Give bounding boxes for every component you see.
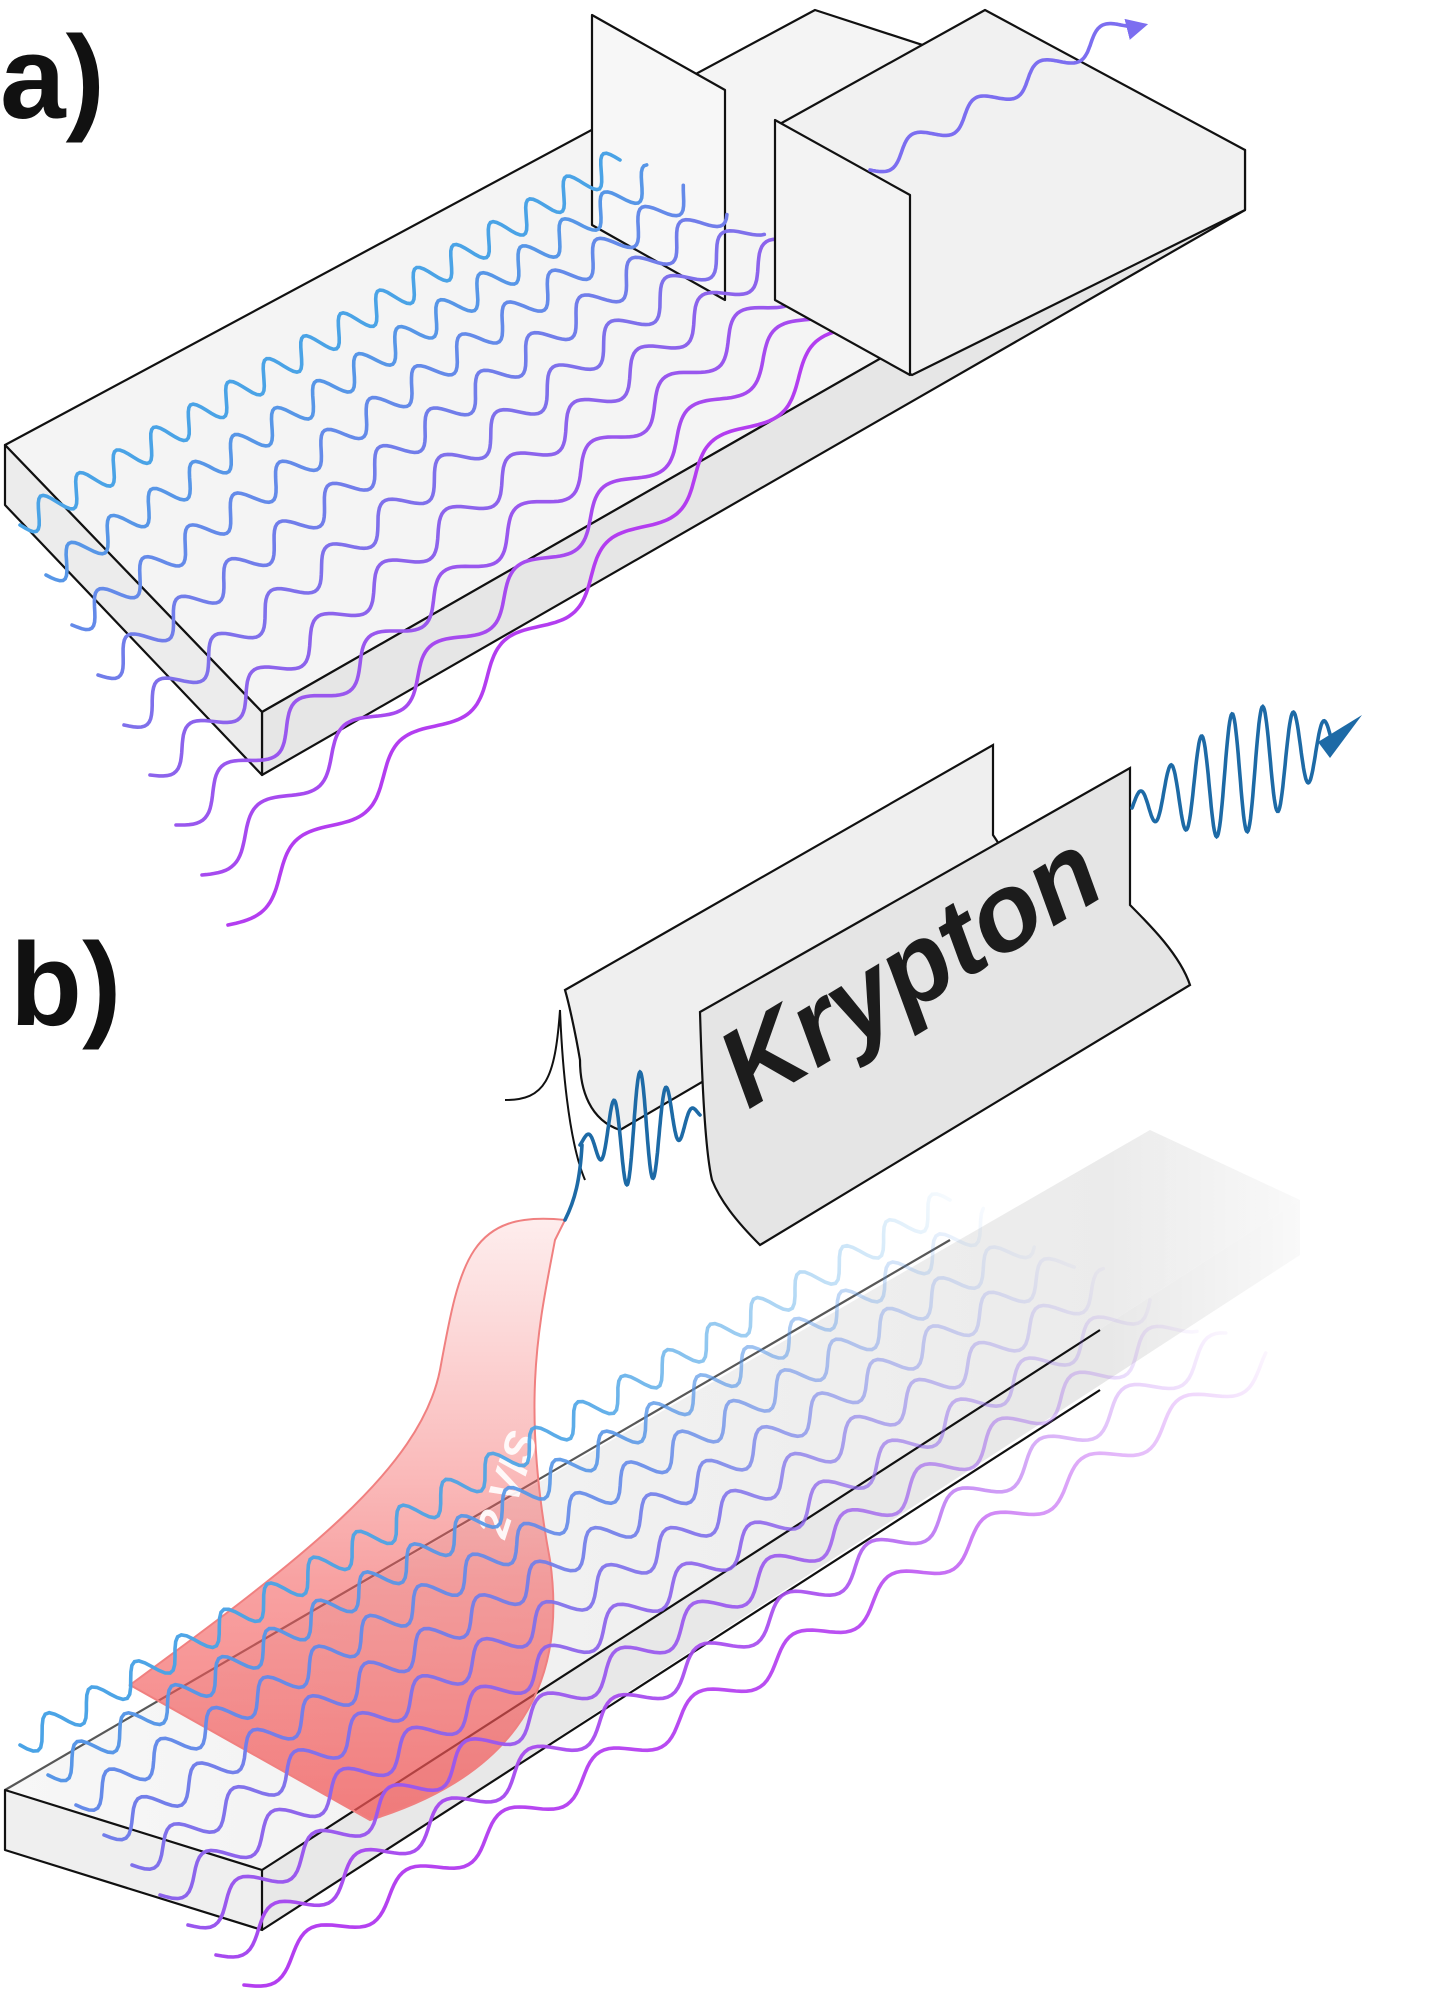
output-wave-a-line xyxy=(868,18,1149,174)
input-wave-b-7 xyxy=(186,1324,1199,1930)
input-wave-a-9 xyxy=(226,292,900,927)
input-wave-a-6 xyxy=(148,237,792,778)
gate-plate-back xyxy=(590,13,727,302)
panel-b-label: b) xyxy=(10,919,121,1051)
input-wave-a-2 xyxy=(44,163,649,583)
harmonic-pulse-line xyxy=(578,1069,702,1188)
gate-plate-front xyxy=(773,118,912,377)
input-wave-b-2 xyxy=(46,1206,985,1783)
harmonic-pulse-tail xyxy=(563,1143,584,1222)
output-arrow-icon xyxy=(1318,715,1362,758)
input-wave-b-1 xyxy=(18,1192,952,1753)
input-wave-a-8 xyxy=(200,264,855,877)
input-wave-b-3 xyxy=(74,1245,1036,1813)
harmonic-pulse-b xyxy=(563,1069,702,1222)
input-waves-b xyxy=(18,1192,1268,1988)
input-wave-b-5 xyxy=(130,1266,1105,1872)
input-wave-b-9 xyxy=(242,1351,1268,1988)
krypton-sheet-front xyxy=(698,766,1192,1247)
panel-a-label: a) xyxy=(0,12,105,144)
input-wave-a-3 xyxy=(70,183,686,632)
output-wave-a xyxy=(868,18,1149,174)
input-wave-b-4 xyxy=(102,1256,1076,1842)
input-waves-a xyxy=(18,151,900,927)
input-wave-b-8 xyxy=(214,1331,1228,1959)
output-wave-b xyxy=(1130,703,1334,840)
input-wave-a-4 xyxy=(96,212,729,681)
panel-a: a) xyxy=(0,8,1247,927)
input-wave-a-7 xyxy=(174,244,817,827)
input-wave-a-1 xyxy=(18,151,622,534)
input-wave-b-6 xyxy=(158,1298,1152,1901)
panel-b: b) 2 VIS Krypton xyxy=(3,703,1440,1988)
input-wave-a-5 xyxy=(122,228,767,730)
output-wave-b-line xyxy=(1130,703,1334,840)
